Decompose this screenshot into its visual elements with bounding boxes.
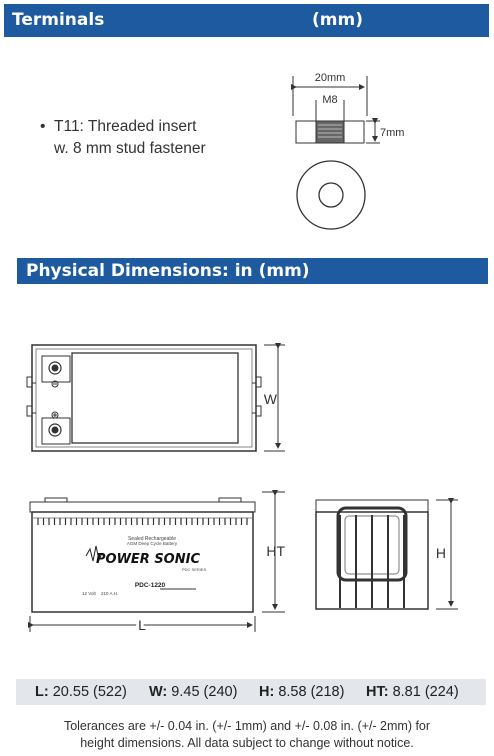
battery-capacity-text: 210 A.H. — [101, 591, 118, 596]
dimension-h-label: H — [436, 545, 446, 561]
terminals-unit: (mm) — [312, 10, 363, 30]
tolerance-note-line-2: height dimensions. All data subject to c… — [80, 736, 414, 750]
terminal-top-view-drawing — [296, 160, 366, 230]
battery-label-line-1: Sealed Rechargeable — [128, 536, 176, 542]
tolerance-note-line-1: Tolerances are +/- 0.04 in. (+/- 1mm) an… — [63, 719, 431, 733]
bullet-marker: • — [40, 118, 46, 135]
terminal-side-view-drawing — [291, 76, 380, 144]
battery-small-print — [160, 588, 196, 590]
battery-side-view-drawing — [315, 498, 458, 610]
battery-label-line-2: AGM Deep Cycle Battery — [127, 541, 178, 546]
dimension-ht-label: HT — [266, 543, 285, 559]
terminal-desc-line-1: T11: Threaded insert — [54, 118, 197, 135]
terminals-section-header: Terminals (mm) — [4, 4, 489, 37]
dimensions-summary-bar: L: 20.55 (522) W: 9.45 (240) H: 8.58 (21… — [16, 679, 486, 705]
battery-front-vent-ribs — [37, 518, 248, 525]
dimension-width: W: 9.45 (240) — [149, 684, 238, 700]
battery-front-label: Sealed Rechargeable AGM Deep Cycle Batte… — [82, 536, 207, 596]
physical-dimensions-section-header: Physical Dimensions: in (mm) — [17, 258, 488, 284]
tolerance-note: Tolerances are +/- 0.04 in. (+/- 1mm) an… — [0, 718, 494, 752]
battery-front-dimension-lines — [28, 490, 285, 632]
brand-waveform-icon — [85, 545, 103, 562]
dimension-height: H: 8.58 (218) — [259, 684, 345, 700]
terminal-stud-label: M8 — [322, 94, 337, 106]
terminal-desc-line-2: w. 8 mm stud fastener — [54, 140, 206, 157]
dimension-w-label: W — [264, 391, 278, 407]
dimension-l-label: L — [138, 617, 146, 633]
terminals-title: Terminals — [12, 10, 105, 30]
terminal-width-label: 20mm — [315, 72, 346, 84]
battery-voltage-text: 12 Volt — [82, 591, 97, 596]
brand-logo-text: POWER SONIC — [96, 552, 200, 567]
dimension-length: L: 20.55 (522) — [35, 684, 127, 700]
battery-model-text: PDC-1220 — [135, 582, 166, 589]
battery-front-view-drawing — [29, 497, 256, 613]
dimension-total-height: HT: 8.81 (224) — [366, 684, 459, 700]
battery-top-view-drawing — [26, 343, 285, 452]
physical-dimensions-title: Physical Dimensions: in (mm) — [26, 261, 310, 281]
brand-series-text: PDC SERIES — [182, 567, 207, 572]
terminal-height-label: 7mm — [380, 127, 404, 139]
